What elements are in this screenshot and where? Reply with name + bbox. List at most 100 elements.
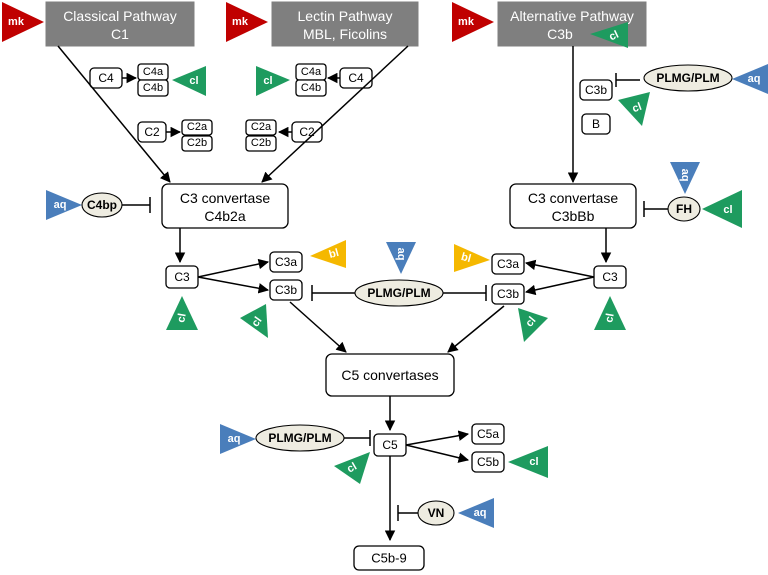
bl-tag-c3a-left: bl — [310, 240, 346, 268]
svg-text:cl: cl — [631, 101, 644, 115]
fh-ellipse — [667, 196, 701, 222]
svg-text:cl: cl — [189, 75, 198, 87]
c3-convertase-alternative-box — [509, 183, 637, 229]
svg-text:mk: mk — [232, 16, 249, 28]
c3-convertase-classical-box — [161, 183, 289, 229]
c3-convertase-alternative-sub: C3bBb — [552, 208, 595, 224]
svg-text:cl: cl — [529, 456, 538, 468]
mk-tag-alternative: mk — [452, 2, 494, 42]
plmg-label-bottom: PLMG/PLM — [268, 431, 331, 445]
c3b-box-right — [491, 283, 525, 305]
c5a-label: C5a — [477, 427, 499, 441]
alternative-pathway-title: Alternative Pathway — [510, 8, 634, 24]
lectin-pathway-box: Lectin Pathway MBL, Ficolins — [271, 1, 419, 47]
classical-pathway-sub: C1 — [111, 26, 129, 42]
cl-tag-fh: cl — [702, 190, 742, 228]
svg-text:bl: bl — [460, 251, 473, 265]
c4b-label-lectin: C4b — [301, 82, 321, 94]
c5b-label: C5b — [477, 455, 499, 469]
b-label-alternative: B — [592, 117, 600, 131]
cl-tag-c3-right: cl — [594, 296, 626, 330]
c5a-box — [471, 423, 505, 445]
mk-tag-lectin: mk — [226, 2, 268, 42]
c5b-box — [471, 451, 505, 473]
c4-box-lectin — [339, 67, 373, 89]
cl-tag-alternative-c3b: cl — [590, 22, 628, 48]
plmg-label-middle: PLMG/PLM — [367, 286, 430, 300]
classical-pathway-box: Classical Pathway C1 — [45, 1, 195, 47]
cl-tag-c3b-left: cl — [240, 304, 268, 338]
aq-tag-vn: aq — [458, 498, 494, 528]
cl-tag-c5: cl — [334, 452, 370, 484]
svg-text:mk: mk — [8, 16, 25, 28]
c4bp-label: C4bp — [87, 198, 117, 212]
svg-text:cl: cl — [263, 75, 272, 87]
lectin-pathway-sub: MBL, Ficolins — [303, 26, 387, 42]
fh-label: FH — [676, 202, 692, 216]
alternative-pathway-sub: C3b — [547, 26, 573, 42]
c3a-label-right: C3a — [497, 257, 519, 271]
c5-convertases-label: C5 convertases — [341, 367, 438, 383]
c2a-box-lectin — [245, 119, 277, 136]
svg-text:aq: aq — [228, 433, 241, 445]
aq-tag-c4bp: aq — [46, 190, 82, 220]
c2a-label-lectin: C2a — [251, 121, 272, 133]
svg-text:cl: cl — [603, 312, 616, 323]
c2b-box-classical — [181, 135, 213, 152]
c4b-box-lectin — [295, 79, 327, 97]
c3a-label-left: C3a — [275, 255, 297, 269]
vn-label: VN — [428, 506, 445, 520]
c2b-label-lectin: C2b — [251, 137, 271, 149]
c5b9-box — [353, 545, 425, 571]
c3b-label-alternative: C3b — [585, 83, 607, 97]
c2b-label-classical: C2b — [187, 137, 207, 149]
c3-label-left: C3 — [174, 270, 190, 284]
svg-text:mk: mk — [458, 16, 475, 28]
c4-label-lectin: C4 — [348, 71, 364, 85]
c3b-box-alternative — [579, 79, 613, 101]
c2-label-lectin: C2 — [299, 125, 315, 139]
c4b-label-classical: C4b — [143, 82, 163, 94]
c2b-box-lectin — [245, 135, 277, 152]
c4-label-classical: C4 — [98, 71, 114, 85]
c4a-label-lectin: C4a — [301, 66, 322, 78]
cl-tag-c3b-right: cl — [518, 308, 548, 342]
c5b9-label: C5b-9 — [371, 551, 406, 566]
c3b-label-left: C3b — [275, 283, 297, 297]
c4a-label-classical: C4a — [143, 66, 164, 78]
c3a-box-right — [491, 253, 525, 275]
c3-convertase-alternative-title: C3 convertase — [528, 190, 618, 206]
cl-tag-c4b-lectin: cl — [256, 66, 290, 96]
aq-tag-plmg-bottom: aq — [220, 424, 256, 454]
cl-tag-c4b-classical: cl — [172, 66, 206, 96]
c2-box-lectin — [291, 121, 323, 143]
c3a-box-left — [269, 251, 303, 273]
aq-tag-plmg-top: aq — [732, 64, 768, 94]
svg-text:aq: aq — [395, 248, 407, 261]
plmg-ellipse-top — [643, 64, 733, 92]
b-box-alternative — [581, 113, 611, 135]
vn-ellipse — [417, 500, 455, 526]
c4b-box-classical — [137, 79, 169, 97]
c3-label-right: C3 — [602, 270, 618, 284]
cl-tag-c5b: cl — [508, 446, 548, 478]
svg-text:aq: aq — [748, 73, 761, 85]
cl-tag-c3b-alternative: cl — [618, 92, 650, 126]
bl-tag-c3a-right: bl — [454, 244, 490, 272]
plmg-label-top: PLMG/PLM — [656, 71, 719, 85]
c3-convertase-classical-title: C3 convertase — [180, 190, 270, 206]
svg-text:cl: cl — [723, 204, 732, 216]
c5-label: C5 — [382, 438, 398, 452]
c2a-label-classical: C2a — [187, 121, 208, 133]
aq-tag-plmg-middle: aq — [386, 242, 416, 274]
c3-convertase-classical-sub: C4b2a — [204, 208, 245, 224]
svg-text:aq: aq — [474, 507, 487, 519]
classical-pathway-title: Classical Pathway — [63, 8, 177, 24]
mk-tag-classical: mk — [2, 2, 44, 42]
lectin-pathway-title: Lectin Pathway — [298, 8, 393, 24]
svg-text:bl: bl — [328, 247, 341, 261]
c3b-box-left — [269, 279, 303, 301]
aq-tag-fh: aq — [670, 162, 700, 194]
cl-tag-c3-left: cl — [166, 296, 198, 330]
